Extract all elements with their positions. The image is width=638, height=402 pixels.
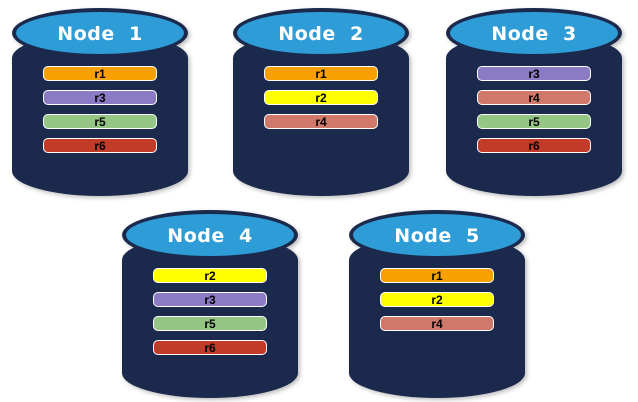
cylinder-top-ellipse: Node 4 [122,210,298,260]
replica-bar-r1: r1 [264,66,378,81]
db-node-cylinder-2: Node 2 r1 r2 r4 [233,8,409,196]
replica-bar-r6: r6 [43,138,157,153]
replica-bar-r6: r6 [153,340,267,355]
replica-bar-r5: r5 [43,114,157,129]
db-node-cylinder-4: Node 4 r2 r3 r5 r6 [122,210,298,398]
db-node-cylinder-3: Node 3 r3 r4 r5 r6 [446,8,622,196]
cylinder-top-ellipse: Node 2 [233,8,409,58]
replica-bar-r3: r3 [153,292,267,307]
replica-bar-r3: r3 [43,90,157,105]
replica-bar-r4: r4 [380,316,494,331]
replica-bar-r4: r4 [264,114,378,129]
replica-bar-r1: r1 [380,268,494,283]
db-node-cylinder-1: Node 1 r1 r3 r5 r6 [12,8,188,196]
replica-bar-r2: r2 [153,268,267,283]
replica-bar-r2: r2 [380,292,494,307]
db-node-cylinder-5: Node 5 r1 r2 r4 [349,210,525,398]
node-label: Node 1 [57,22,143,45]
replica-bar-r2: r2 [264,90,378,105]
replica-bar-r1: r1 [43,66,157,81]
replica-bar-r3: r3 [477,66,591,81]
cylinder-top-ellipse: Node 1 [12,8,188,58]
replica-bar-r6: r6 [477,138,591,153]
cylinder-top-ellipse: Node 3 [446,8,622,58]
replica-bar-r5: r5 [153,316,267,331]
replica-bar-r4: r4 [477,90,591,105]
replica-bar-r5: r5 [477,114,591,129]
node-label: Node 5 [394,224,480,247]
node-label: Node 2 [278,22,364,45]
cylinder-top-ellipse: Node 5 [349,210,525,260]
node-label: Node 4 [167,224,253,247]
node-label: Node 3 [491,22,577,45]
